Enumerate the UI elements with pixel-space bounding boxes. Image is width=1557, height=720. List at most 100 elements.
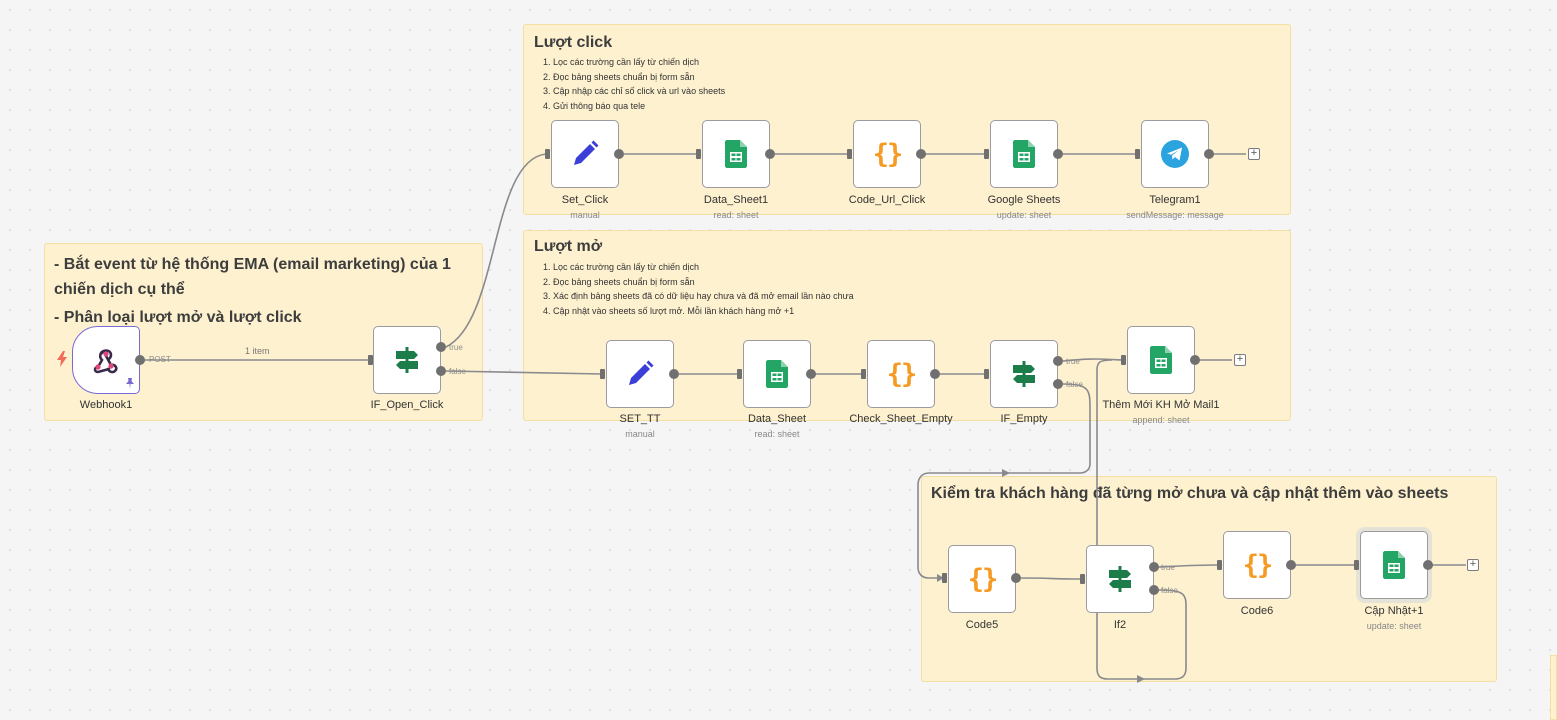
- output-port[interactable]: [1190, 355, 1200, 365]
- edge-label-true: true: [449, 343, 463, 352]
- node-code-url-click[interactable]: {}: [853, 120, 921, 188]
- node-label: Set_Click: [561, 194, 609, 206]
- edge-if2-true-code6: [1157, 564, 1219, 568]
- google-sheets-icon: [725, 140, 747, 168]
- signpost-icon: [1109, 566, 1131, 592]
- braces-icon: {}: [967, 563, 998, 595]
- edge-label-true: true: [1161, 563, 1175, 572]
- input-port[interactable]: [1080, 574, 1085, 584]
- intro-line-2: - Phân loại lượt mở và lượt click: [54, 309, 302, 326]
- edge-code5-if2: [1020, 577, 1082, 580]
- output-port[interactable]: [614, 149, 624, 159]
- node-telegram1[interactable]: [1141, 120, 1209, 188]
- input-port[interactable]: [984, 149, 989, 159]
- output-port[interactable]: [1053, 149, 1063, 159]
- node-set-tt[interactable]: [606, 340, 674, 408]
- output-port[interactable]: [930, 369, 940, 379]
- edge-ifempty-true-themmoi: [1062, 358, 1123, 362]
- click-step: Cập nhập các chỉ số click và url vào she…: [553, 84, 1280, 99]
- add-node-button[interactable]: +: [1248, 148, 1260, 160]
- check-note-title: Kiểm tra khách hàng đã từng mở chưa và c…: [931, 485, 1449, 502]
- click-note-steps: Lọc các trường cần lấy từ chiến dịch Đọc…: [534, 55, 1280, 113]
- node-subtitle: manual: [570, 210, 600, 220]
- node-label: Code5: [965, 619, 999, 631]
- output-port[interactable]: [669, 369, 679, 379]
- input-port[interactable]: [600, 369, 605, 379]
- open-step: Đọc bảng sheets chuẩn bị form sẵn: [553, 275, 1280, 290]
- node-label: SET_TT: [619, 413, 661, 425]
- signpost-icon: [396, 347, 418, 373]
- node-them-moi-kh[interactable]: [1127, 326, 1195, 394]
- node-if-open-click[interactable]: [373, 326, 441, 394]
- node-if-empty[interactable]: [990, 340, 1058, 408]
- output-port-true[interactable]: [1053, 356, 1063, 366]
- pencil-icon: [629, 360, 654, 385]
- node-google-sheets[interactable]: [990, 120, 1058, 188]
- node-label: Thêm Mới KH Mở Mail1: [1102, 399, 1220, 411]
- click-note-title: Lượt click: [534, 34, 613, 51]
- node-data-sheet1[interactable]: [702, 120, 770, 188]
- node-label: Webhook1: [79, 399, 133, 411]
- input-port[interactable]: [368, 355, 373, 365]
- node-code5[interactable]: {}: [948, 545, 1016, 613]
- node-check-sheet-empty[interactable]: {}: [867, 340, 935, 408]
- telegram-icon: [1161, 140, 1189, 168]
- input-port[interactable]: [696, 149, 701, 159]
- input-port[interactable]: [1217, 560, 1222, 570]
- node-subtitle: append: sheet: [1132, 415, 1190, 425]
- output-port[interactable]: [765, 149, 775, 159]
- output-port[interactable]: [1204, 149, 1214, 159]
- node-code6[interactable]: {}: [1223, 531, 1291, 599]
- output-port-false[interactable]: [1053, 379, 1063, 389]
- output-port-false[interactable]: [436, 366, 446, 376]
- node-if2[interactable]: [1086, 545, 1154, 613]
- output-port[interactable]: [1286, 560, 1296, 570]
- open-step: Xác định bảng sheets đã có dữ liệu hay c…: [553, 289, 1280, 304]
- edge-if2-loop: [1096, 359, 1113, 546]
- edge-label-false: false: [1066, 380, 1083, 389]
- output-port[interactable]: [916, 149, 926, 159]
- node-cap-nhat[interactable]: [1360, 531, 1428, 599]
- output-port[interactable]: [135, 355, 145, 365]
- open-note-steps: Lọc các trường cần lấy từ chiến dịch Đọc…: [534, 260, 1280, 318]
- node-label: Cập Nhật+1: [1364, 605, 1424, 617]
- click-step: Lọc các trường cần lấy từ chiến dịch: [553, 55, 1280, 70]
- edge-label-true: true: [1066, 357, 1080, 366]
- input-port[interactable]: [861, 369, 866, 379]
- edge-label-post: POST: [149, 355, 171, 364]
- input-port[interactable]: [984, 369, 989, 379]
- output-port[interactable]: [1423, 560, 1433, 570]
- output-port-false[interactable]: [1149, 585, 1159, 595]
- braces-icon: {}: [886, 358, 917, 390]
- open-note-title: Lượt mở: [534, 238, 603, 255]
- output-port[interactable]: [1011, 573, 1021, 583]
- open-step: Cập nhật vào sheets số lượt mở. Mỗi lần …: [553, 304, 1280, 319]
- input-port[interactable]: [1121, 355, 1126, 365]
- node-label: IF_Open_Click: [370, 399, 444, 411]
- trigger-bolt-icon: [57, 351, 67, 367]
- output-port-true[interactable]: [1149, 562, 1159, 572]
- output-port[interactable]: [806, 369, 816, 379]
- input-port[interactable]: [847, 149, 852, 159]
- node-label: Code_Url_Click: [848, 194, 926, 206]
- input-port[interactable]: [545, 149, 550, 159]
- node-subtitle: read: sheet: [754, 429, 800, 439]
- input-port[interactable]: [737, 369, 742, 379]
- node-data-sheet[interactable]: [743, 340, 811, 408]
- node-label: IF_Empty: [1000, 413, 1048, 425]
- node-set-click[interactable]: [551, 120, 619, 188]
- node-label: Data_Sheet: [747, 413, 807, 425]
- input-port[interactable]: [1135, 149, 1140, 159]
- add-node-button[interactable]: +: [1467, 559, 1479, 571]
- node-label: Data_Sheet1: [703, 194, 769, 206]
- click-step: Đọc bảng sheets chuẩn bị form sẵn: [553, 70, 1280, 85]
- output-port-true[interactable]: [436, 342, 446, 352]
- webhook-icon: [93, 349, 118, 374]
- add-node-button[interactable]: +: [1234, 354, 1246, 366]
- input-port[interactable]: [942, 573, 947, 583]
- edge-label-false: false: [449, 367, 466, 376]
- google-sheets-icon: [766, 360, 788, 388]
- input-port[interactable]: [1354, 560, 1359, 570]
- edge-label-items: 1 item: [245, 346, 270, 356]
